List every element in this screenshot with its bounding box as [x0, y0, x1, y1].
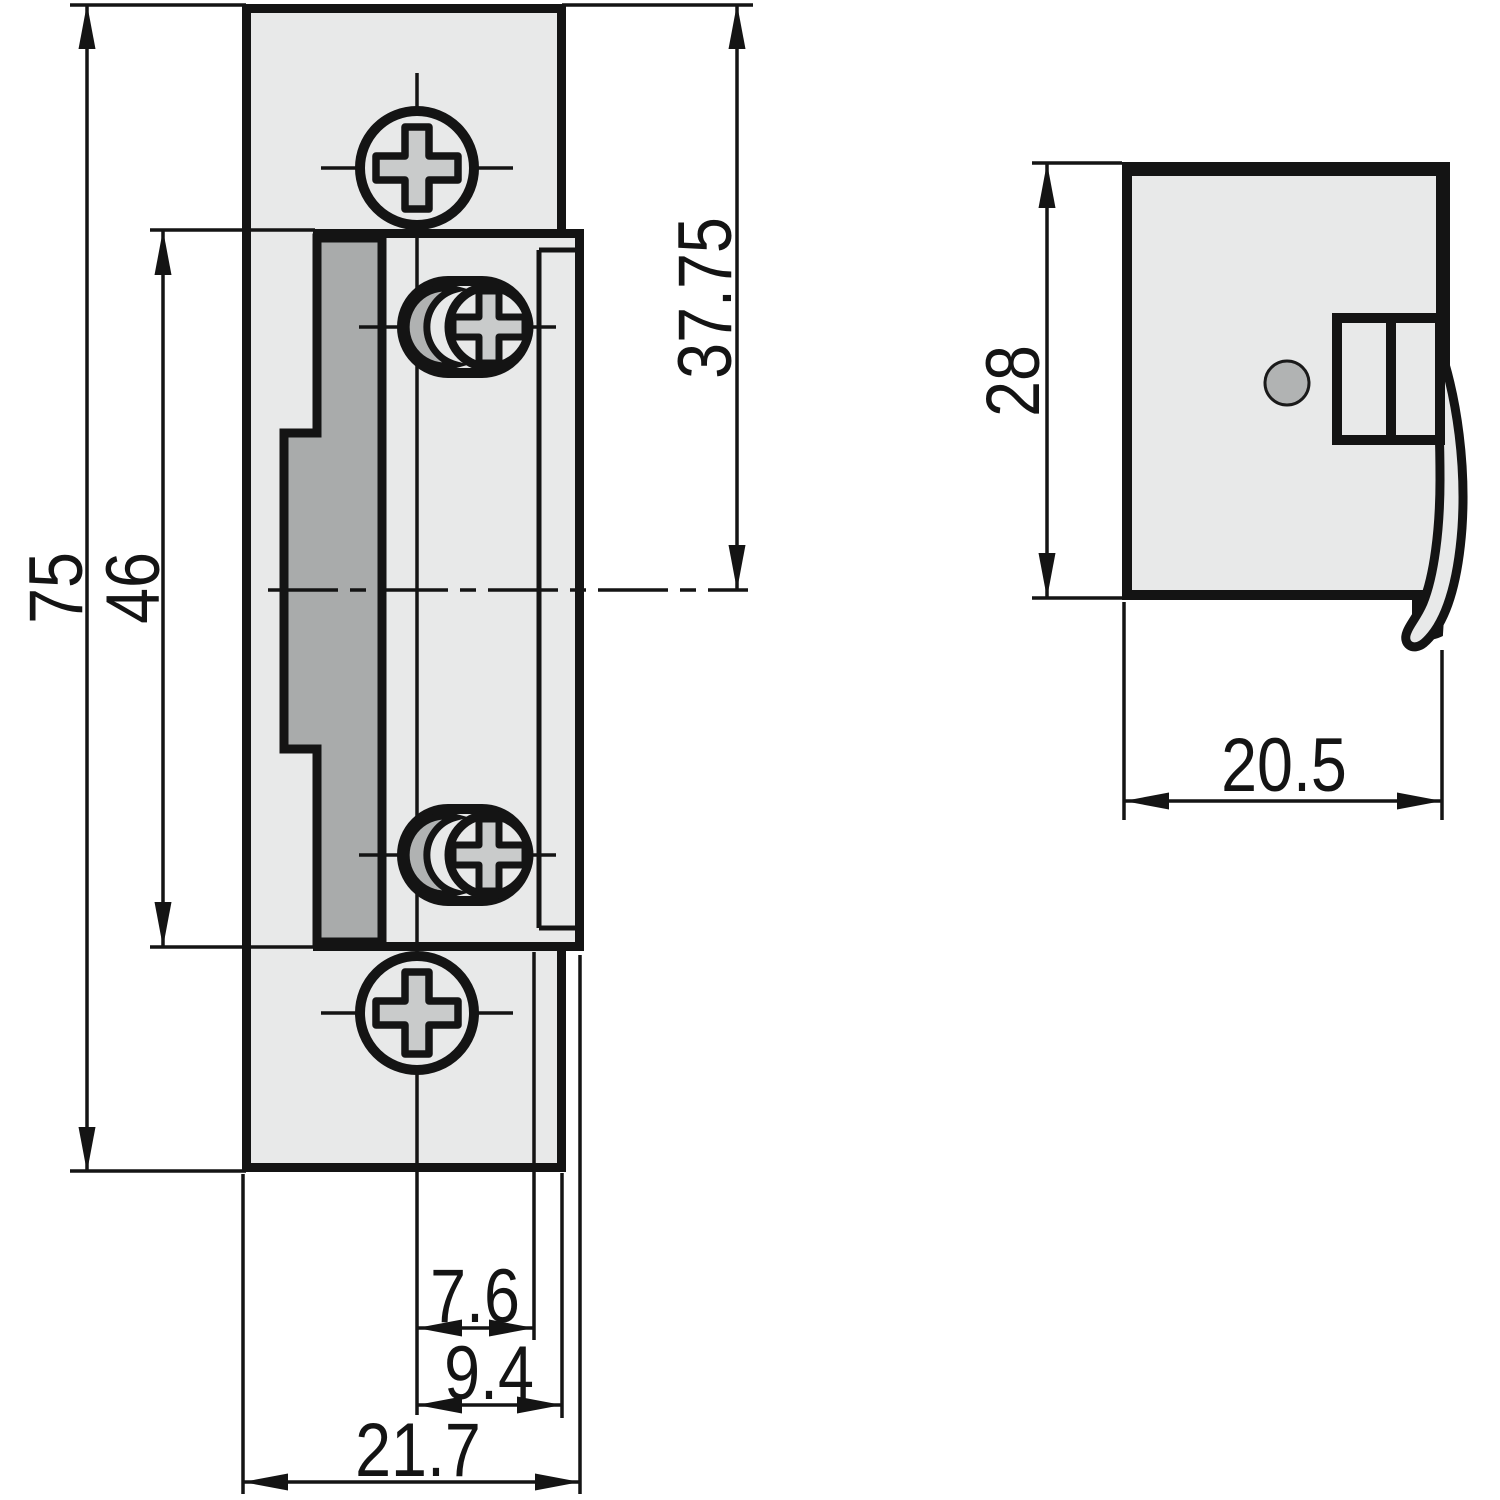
adjustment-screw-lower-icon [397, 804, 534, 906]
adjustment-screw-upper-icon [397, 276, 534, 378]
dim-label-body-height: 46 [91, 552, 176, 624]
dim-label-overall-height: 75 [14, 552, 99, 624]
dimension-arrows-side [1038, 163, 1442, 810]
dim-label-side-depth: 20.5 [1221, 723, 1347, 808]
side-view [1032, 161, 1468, 820]
phillips-screw-bottom-icon [355, 951, 479, 1075]
dim-label-top-to-axis: 37.75 [663, 217, 748, 379]
dimension-arrows-front [78, 4, 746, 1491]
flex-lip-curl [1401, 340, 1468, 652]
dim-label-overall-width: 21.7 [355, 1408, 481, 1493]
pivot-dot [1263, 359, 1311, 407]
phillips-screw-top-icon [355, 106, 479, 230]
front-view [70, 3, 753, 1494]
dim-label-axis-to-latch: 7.6 [430, 1254, 520, 1339]
dim-label-side-height: 28 [971, 345, 1056, 417]
dim-label-axis-to-edge: 9.4 [444, 1331, 534, 1416]
crescent-shadow [402, 284, 469, 370]
dimension-lines-front [70, 3, 753, 1494]
crescent-shadow [402, 812, 469, 898]
